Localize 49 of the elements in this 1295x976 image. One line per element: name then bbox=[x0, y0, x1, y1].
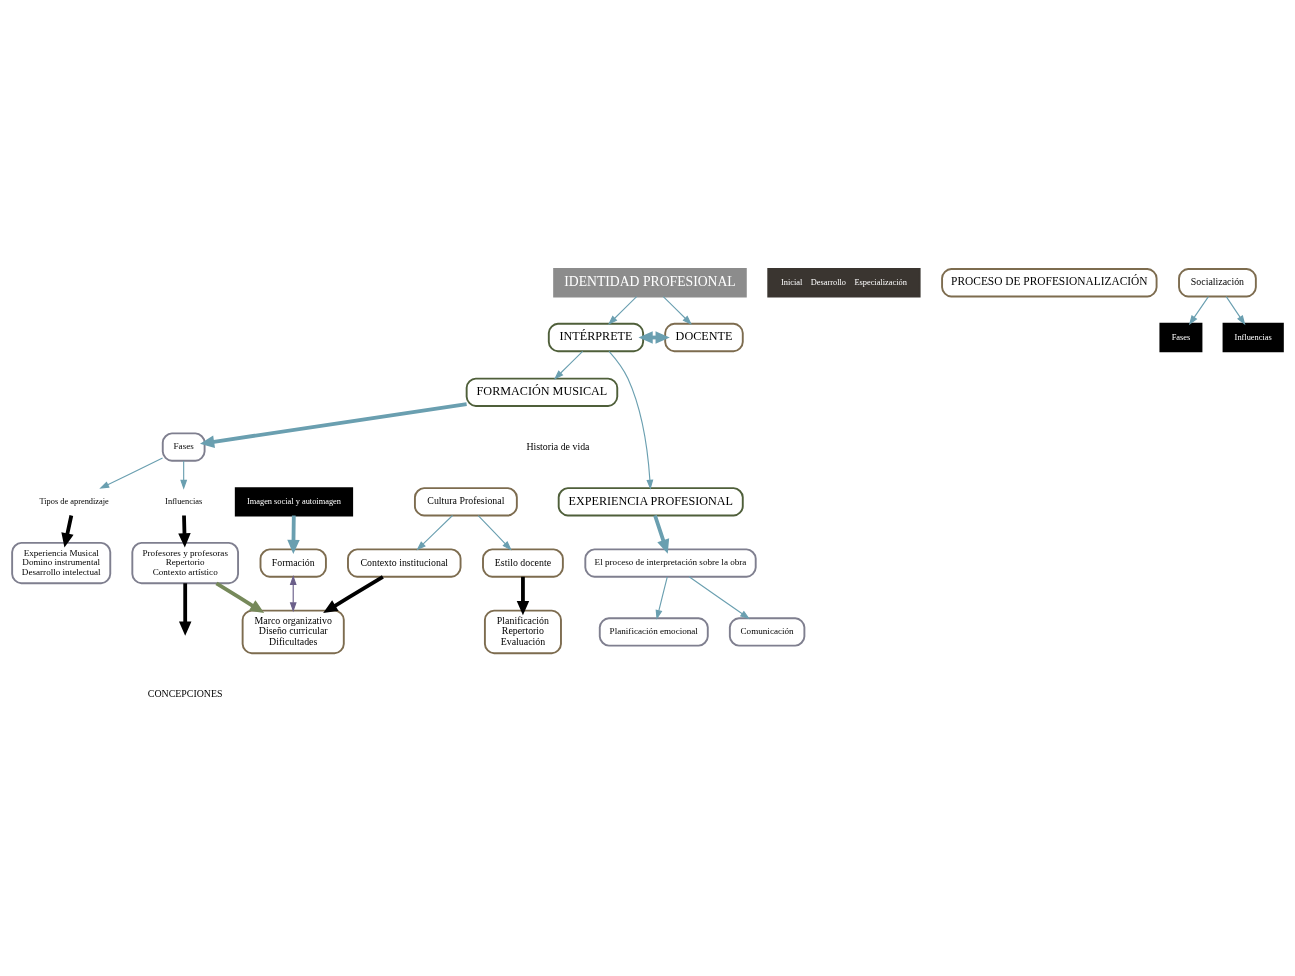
node-box: PROCESO DE PROFESIONALIZACIÓN bbox=[941, 267, 1158, 297]
arrow bbox=[653, 514, 670, 554]
arrow bbox=[323, 574, 384, 613]
arrow bbox=[662, 295, 692, 325]
node-box: Inicial Desarrollo Especialización bbox=[767, 267, 921, 297]
arrow bbox=[200, 401, 467, 448]
node-box: FORMACIÓN MUSICAL bbox=[465, 377, 619, 407]
node-box: Planificación emocional bbox=[598, 616, 709, 647]
arrow bbox=[178, 515, 191, 547]
node-box: Fases bbox=[1159, 322, 1203, 352]
arrow bbox=[1225, 295, 1246, 325]
arrow bbox=[287, 515, 300, 554]
node-box: Influencias bbox=[1222, 322, 1284, 352]
node-box: DOCENTE bbox=[664, 322, 744, 352]
arrow bbox=[688, 575, 750, 619]
node-text: Tipos de aprendizaje bbox=[39, 496, 109, 506]
arrow bbox=[477, 514, 512, 551]
arrow bbox=[416, 514, 454, 551]
arrow bbox=[99, 457, 164, 489]
arrow bbox=[553, 350, 584, 380]
node-box: INTÉRPRETE bbox=[547, 322, 645, 352]
node-box: Imagen social y autoimagen bbox=[234, 486, 354, 516]
node-box: Profesores y profesoras Repertorio Contexto artístico bbox=[131, 541, 239, 584]
node-box: IDENTIDAD PROFESIONAL bbox=[553, 267, 747, 297]
node-box: Estilo docente bbox=[482, 547, 564, 578]
arrow bbox=[1188, 295, 1209, 325]
node-text: Influencias bbox=[165, 496, 203, 506]
node-box: Contexto institucional bbox=[347, 547, 462, 578]
arrow bbox=[655, 575, 668, 620]
arrow bbox=[638, 330, 670, 344]
node-box: Formación bbox=[259, 547, 327, 578]
arrow bbox=[289, 574, 297, 612]
arrow bbox=[180, 459, 188, 490]
label: CONCEPCIONES bbox=[147, 687, 223, 699]
node-box: Cultura Profesional bbox=[413, 486, 518, 516]
node-box: Fases bbox=[161, 431, 206, 462]
node-box: Socialización bbox=[1178, 267, 1257, 297]
arrow bbox=[61, 514, 74, 547]
arrow bbox=[516, 576, 530, 615]
arrow bbox=[608, 350, 654, 490]
node-box: Planificación Repertorio Evaluación bbox=[483, 609, 562, 654]
node-box: Experiencia Musical Domino instrumental Desarrollo intelectual bbox=[11, 541, 112, 584]
arrow bbox=[607, 295, 638, 325]
node-box: El proceso de interpretación sobre la obra bbox=[584, 547, 757, 578]
node-box: Marco organizativo Diseño curricular Dificultades bbox=[241, 609, 345, 654]
node-box: EXPERIENCIA PROFESIONAL bbox=[557, 486, 744, 516]
node-box: Comunicación bbox=[728, 616, 806, 647]
label: Historia de vida bbox=[526, 440, 590, 452]
arrow bbox=[215, 581, 265, 613]
